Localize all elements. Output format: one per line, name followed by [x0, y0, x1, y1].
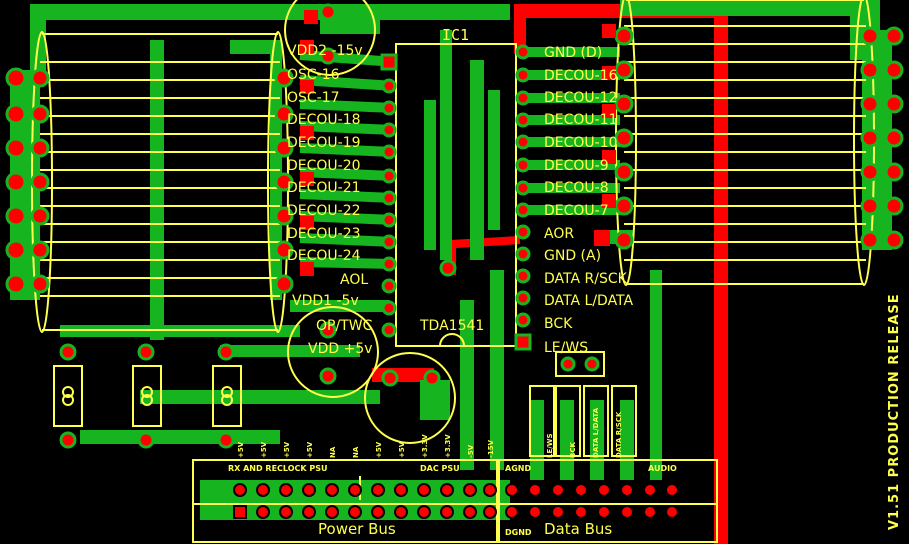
- ic-pin-traces: [299, 47, 620, 269]
- power-pin-label: +5V: [375, 441, 383, 458]
- pin-label: OSC-17: [287, 90, 340, 106]
- data-pin-label: DATA R/SCK: [615, 411, 623, 458]
- power-pin-label: -5V: [467, 444, 475, 458]
- psu-label-dac: DAC PSU: [420, 464, 460, 473]
- power-pin-label: -15V: [487, 439, 495, 458]
- pin-label: DECOU-11: [544, 112, 618, 128]
- pin-label: DECOU-24: [287, 248, 361, 264]
- power-pin-label: +5V: [398, 441, 406, 458]
- power-pin-label: +5V: [237, 441, 245, 458]
- power-pin-label: NA: [352, 446, 360, 458]
- data-bus-title: Data Bus: [544, 520, 612, 538]
- power-pin-label: +3.3V: [421, 434, 429, 458]
- data-pin-label: DATA L/DATA: [592, 407, 600, 458]
- right-capacitor-bank: [615, 0, 875, 286]
- power-pin-label: +3.3V: [444, 434, 452, 458]
- ic-ref-label: IC1: [442, 26, 469, 44]
- data-pin-label: LE/WS: [546, 433, 554, 458]
- data-jumper-block: [529, 351, 637, 457]
- pin-label: DECOU-20: [287, 158, 361, 174]
- ic1-footprint: [380, 43, 532, 351]
- opamp-supply-label: VDD +5v: [308, 341, 373, 357]
- pin-label: DECOU-18: [287, 112, 361, 128]
- ic-right-pin-labels: GND (D) DECOU-16 DECOU-12 DECOU-11 DECOU…: [544, 45, 634, 356]
- pin-label: VDD2 -15v: [287, 43, 363, 59]
- power-pin-labels: +5V +5V +5V +5V NA NA +5V +5V +3.3V +3.3…: [237, 434, 495, 458]
- power-pin-label: +5V: [306, 441, 314, 458]
- power-pin-label: NA: [329, 446, 337, 458]
- pin-label: GND (A): [544, 248, 601, 264]
- pin-label: DECOU-7: [544, 203, 609, 219]
- pads: [5, 3, 904, 449]
- ic-part-label: TDA1541: [419, 318, 484, 334]
- round-capacitors: [284, 0, 456, 444]
- dgnd-label: DGND: [505, 528, 532, 537]
- power-bus-title: Power Bus: [318, 520, 396, 538]
- agnd-label: AGND: [505, 464, 531, 473]
- resistors: [53, 365, 242, 427]
- ic-left-pin-labels: VDD2 -15v OSC-16 OSC-17 DECOU-18 DECOU-1…: [287, 43, 368, 309]
- pin-label: DECOU-21: [287, 180, 361, 196]
- pin-label: DECOU-19: [287, 135, 361, 151]
- pin-label: DECOU-23: [287, 226, 361, 242]
- data-pin-label: BCK: [569, 442, 577, 458]
- pin-label: DECOU-9: [544, 158, 609, 174]
- pin-label: OSC-16: [287, 67, 340, 83]
- pin-label: AOL: [340, 272, 368, 288]
- pin-label: AOR: [544, 226, 574, 242]
- pin-label: DECOU-8: [544, 180, 609, 196]
- pin-label: DECOU-12: [544, 90, 618, 106]
- pin-label: BCK: [544, 316, 573, 332]
- pin-label: DECOU-10: [544, 135, 618, 151]
- pin-label: DATA R/SCK: [544, 271, 628, 287]
- pin-label: GND (D): [544, 45, 602, 61]
- audio-label: AUDIO: [648, 464, 677, 473]
- power-pin-label: +5V: [283, 441, 291, 458]
- pin-label: DECOU-16: [544, 68, 618, 84]
- opamp-label: OP/TWC: [316, 318, 373, 334]
- left-capacitor-bank: [31, 31, 289, 333]
- psu-label-rx: RX AND RECLOCK PSU: [228, 464, 328, 473]
- pin-label: DECOU-22: [287, 203, 361, 219]
- pin-label: VDD1 -5v: [292, 293, 359, 309]
- version-label: V1.51 PRODUCTION RELEASE: [887, 293, 902, 530]
- data-pin-labels: LE/WS BCK DATA L/DATA DATA R/SCK: [546, 407, 623, 458]
- pin-label: LE/WS: [544, 340, 588, 356]
- bus-connector: [192, 459, 718, 543]
- power-pin-label: +5V: [260, 441, 268, 458]
- pin-label: DATA L/DATA: [544, 293, 634, 309]
